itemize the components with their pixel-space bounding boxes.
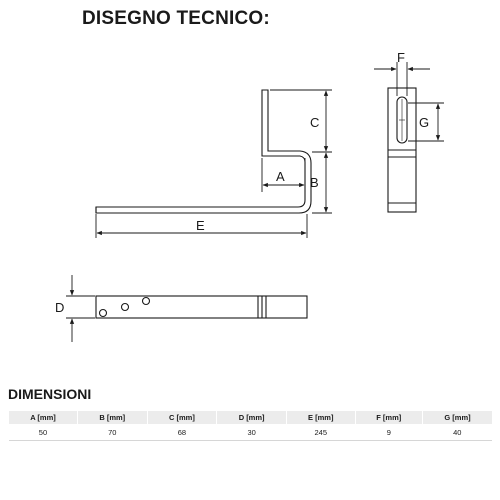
dimension-d-label: D: [55, 300, 64, 315]
bracket-front-view: [387, 87, 417, 213]
dimension-c: [270, 89, 332, 153]
dimension-g-label: G: [419, 115, 429, 130]
table-header-row: A [mm] B [mm] C [mm] D [mm] E [mm] F [mm…: [8, 411, 492, 424]
header-b: B [mm]: [76, 411, 148, 424]
table-row: 50 70 68 30 245 9 40: [8, 424, 492, 441]
value-g: 40: [422, 424, 492, 441]
dimension-a-label: A: [276, 169, 285, 184]
header-c: C [mm]: [146, 411, 217, 424]
dimension-f: [374, 62, 430, 96]
value-f: 9: [355, 424, 423, 441]
dimensions-table: A [mm] B [mm] C [mm] D [mm] E [mm] F [mm…: [8, 411, 492, 441]
bracket-side-view: [95, 89, 312, 214]
dimension-g: [408, 102, 444, 142]
technical-drawing: E A C B F G: [55, 50, 444, 342]
header-f: F [mm]: [354, 411, 423, 424]
header-g: G [mm]: [422, 411, 492, 424]
value-e: 245: [286, 424, 356, 441]
dimension-c-label: C: [310, 115, 319, 130]
value-c: 68: [147, 424, 217, 441]
page-title: DISEGNO TECNICO:: [82, 8, 270, 29]
value-b: 70: [77, 424, 148, 441]
bracket-top-view: [95, 295, 308, 319]
value-d: 30: [216, 424, 287, 441]
dimension-f-label: F: [397, 50, 405, 65]
section-title: DIMENSIONI: [8, 386, 92, 402]
dimension-a: [261, 158, 306, 192]
header-a: A [mm]: [8, 411, 78, 424]
header-d: D [mm]: [216, 411, 287, 424]
dimension-e-label: E: [196, 218, 205, 233]
dimension-b: [312, 152, 332, 214]
value-a: 50: [8, 424, 78, 441]
dimension-b-label: B: [310, 175, 319, 190]
dimension-d: [66, 275, 95, 342]
dimension-e: [95, 214, 308, 238]
header-e: E [mm]: [285, 411, 356, 424]
